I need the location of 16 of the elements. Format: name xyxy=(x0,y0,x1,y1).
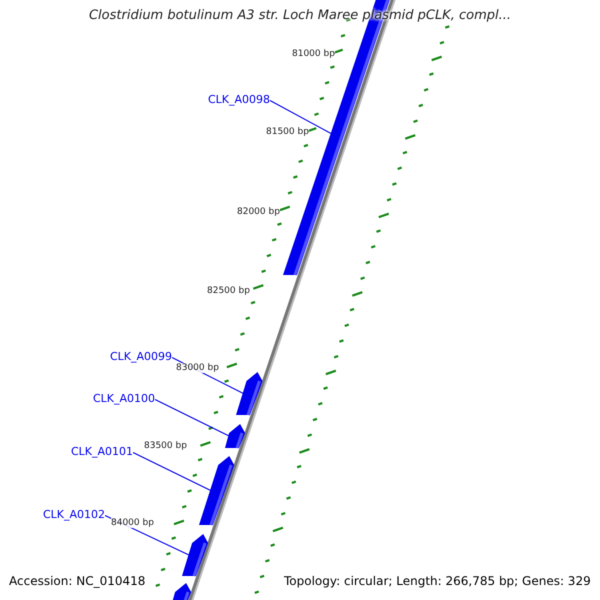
leader-line xyxy=(172,357,244,394)
position-label: 81000 bp xyxy=(292,49,335,59)
gene-label: CLK_A0099 xyxy=(110,350,172,363)
leader-line xyxy=(154,399,230,436)
gene-label: CLK_A0101 xyxy=(71,445,134,458)
leader-line xyxy=(270,100,332,134)
position-label: 81500 bp xyxy=(266,127,309,137)
position-label: 82500 bp xyxy=(207,286,250,296)
position-label: 84000 bp xyxy=(111,518,154,528)
leader-line xyxy=(104,515,190,556)
gene-label: CLK_A0100 xyxy=(93,392,156,405)
info-text: Topology: circular; Length: 266,785 bp; Genes: 329 xyxy=(284,574,591,588)
gene-label: CLK_A0098 xyxy=(208,93,270,106)
gene-label: CLK_A0102 xyxy=(43,508,106,521)
info-text: Accession: NC_010418 xyxy=(9,574,146,588)
leader-line xyxy=(132,452,212,491)
